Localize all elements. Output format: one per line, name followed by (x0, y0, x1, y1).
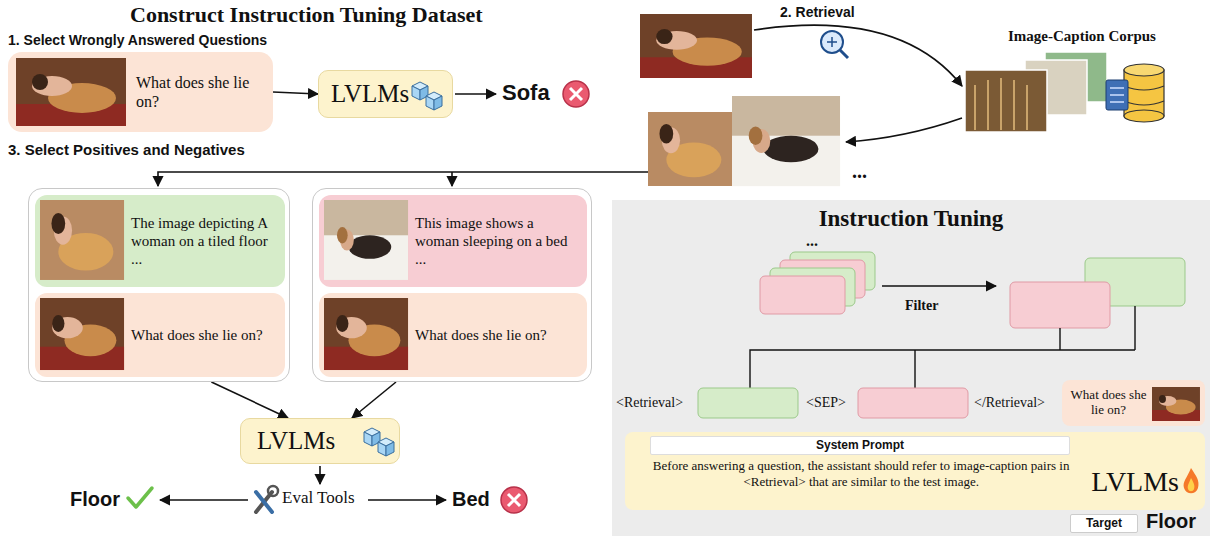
node-text: System Prompt (659, 438, 1061, 452)
node-text: What does she lie on? (415, 326, 547, 344)
cube-icon (412, 82, 442, 110)
target-box: Target (1070, 514, 1138, 533)
check-mark (128, 488, 152, 507)
eval-arrow (368, 499, 446, 501)
cube-icon (364, 428, 394, 456)
sample-cards (760, 252, 875, 314)
photo (1152, 387, 1200, 421)
token-label: <SEP> (806, 395, 846, 411)
photo (324, 298, 408, 370)
node-text: LVLMs (1091, 466, 1179, 498)
model-box: LVLMs (240, 418, 400, 464)
answer-label: Floor (70, 488, 120, 511)
node-text: Instruction Tuning (612, 206, 1210, 232)
question-box: What does she lie on? (319, 293, 587, 377)
photo (648, 112, 732, 186)
node-text: The image depicting A woman on a tiled f… (131, 214, 277, 268)
title: Construct Instruction Tuning Dataset (130, 2, 483, 28)
negative-caption: This image shows a woman sleeping on a b… (319, 195, 587, 287)
node-text: What does she lie on? (1070, 388, 1147, 418)
prompt-header: System Prompt (650, 436, 1070, 455)
ellipsis: ... (852, 160, 867, 183)
arrow-connector (352, 382, 396, 418)
eval-arrow (160, 499, 248, 501)
question-box: What does she lie on? (8, 52, 273, 132)
arrow-connector (211, 382, 288, 418)
eval-arrow (319, 466, 321, 484)
photo (732, 96, 840, 186)
return-arrow (846, 118, 962, 142)
token-label: <Retrieval> (616, 395, 683, 411)
retrieval-arrow (754, 25, 962, 86)
token-label: </Retrieval> (974, 395, 1045, 411)
answer-label: Bed (452, 488, 490, 511)
positive-group: The image depicting A woman on a tiled f… (28, 188, 290, 382)
question-box: What does she lie on? (35, 293, 285, 377)
corpus-images (965, 52, 1107, 132)
step-label: 3. Select Positives and Negatives (8, 141, 245, 158)
node-text: LVLMs (257, 427, 335, 455)
node-text: LVLMs (331, 80, 409, 108)
positive-slot (698, 388, 798, 418)
filter-arrow (882, 285, 996, 287)
ellipsis: ... (806, 232, 818, 250)
target-answer: Floor (1146, 510, 1196, 533)
negative-group: This image shows a woman sleeping on a b… (312, 188, 592, 382)
tuning-panel: Instruction TuningWhat does she lie on? B… (612, 200, 1210, 536)
answer-label: Sofa (502, 80, 550, 106)
node-text: What does she lie on? (136, 73, 265, 111)
step-label: 1. Select Wrongly Answered Questions (8, 32, 267, 48)
photo (640, 14, 752, 78)
node-text: Target (1071, 516, 1137, 530)
magnifier-icon (821, 31, 848, 58)
photo (324, 200, 408, 280)
node-text: What does she lie on? (131, 326, 263, 344)
positive-caption: The image depicting A woman on a tiled f… (35, 195, 285, 287)
step-label: 2. Retrieval (780, 4, 855, 20)
branch-line (158, 172, 648, 186)
node-text: Before answering a question, the assista… (635, 458, 1087, 491)
branch-line (451, 172, 453, 186)
flame-icon (1184, 468, 1199, 493)
filter-label: Filter (905, 298, 938, 314)
photo (16, 58, 126, 126)
filtered-cards (1010, 258, 1185, 328)
corpus-label: Image-Caption Corpus (1008, 28, 1156, 45)
wrench-icon (256, 486, 278, 512)
bracket-lines (750, 306, 1135, 388)
output-arrow (455, 93, 496, 95)
wrong-mark (501, 487, 527, 513)
node-text: This image shows a woman sleeping on a b… (415, 214, 579, 268)
arrow-connector (273, 92, 318, 94)
model-box: LVLMs (318, 70, 453, 118)
photo (40, 298, 124, 370)
database-icon (1106, 64, 1164, 122)
prompt-box: Before answering a question, the assista… (625, 432, 1205, 510)
photo (40, 200, 124, 280)
wrong-mark (563, 81, 589, 107)
question-box: What does she lie on? (1062, 380, 1205, 426)
tool-label: Eval Tools (282, 488, 355, 508)
negative-slot (858, 388, 968, 418)
